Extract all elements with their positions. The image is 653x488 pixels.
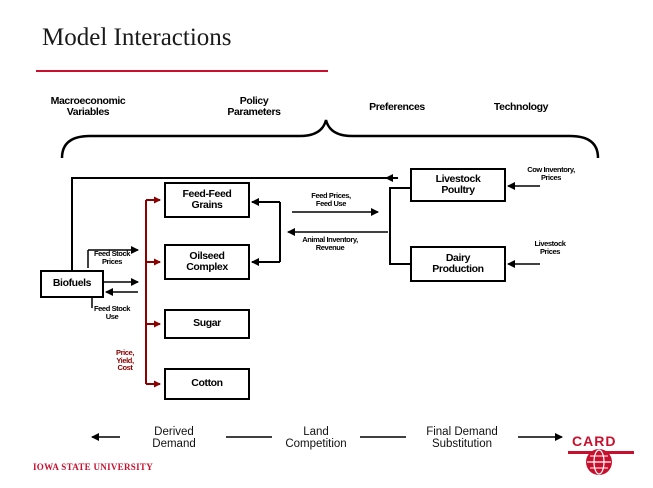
header-preferences: Preferences	[369, 101, 425, 113]
box-cotton: Cotton	[164, 368, 250, 400]
box-dairy-production: Dairy Production	[410, 246, 506, 282]
label-cow-inventory: Cow Inventory, Prices	[527, 165, 575, 182]
top-loop-line	[71, 177, 386, 270]
slide-title: Model Interactions	[42, 24, 232, 51]
bottom-final-demand-substitution: Final Demand Substitution	[426, 426, 498, 451]
header-technology: Technology	[493, 101, 549, 113]
title-underline	[36, 70, 328, 72]
box-feed-grains: Feed-Feed Grains	[164, 182, 250, 218]
label-feedstock-prices: Feed Stock Prices	[93, 249, 130, 266]
box-oilseed-complex: Oilseed Complex	[164, 244, 250, 280]
label-price-yield-cost: Price, Yield, Cost	[115, 348, 135, 372]
header-policy-parameters: Policy Parameters	[227, 95, 281, 118]
label-feed-prices: Feed Prices, Feed Use	[311, 191, 351, 208]
curly-brace	[60, 119, 600, 159]
label-livestock-prices: Livestock Prices	[534, 239, 566, 256]
label-animal-inventory: Animal Inventory, Revenue	[302, 235, 358, 252]
header-macroeconomic-variables: Macroeconomic Variables	[50, 95, 126, 118]
bottom-land-competition: Land Competition	[285, 426, 347, 451]
footer-iowa-state-university: IOWA STATE UNIVERSITY	[33, 462, 153, 472]
box-livestock-poultry: Livestock Poultry	[410, 168, 506, 202]
box-sugar: Sugar	[164, 309, 250, 339]
bottom-derived-demand: Derived Demand	[152, 426, 196, 451]
card-logo-text: CARD	[572, 433, 617, 449]
box-biofuels: Biofuels	[40, 270, 104, 298]
label-feedstock-use: Feed Stock Use	[93, 304, 130, 321]
right-connector	[389, 187, 410, 265]
